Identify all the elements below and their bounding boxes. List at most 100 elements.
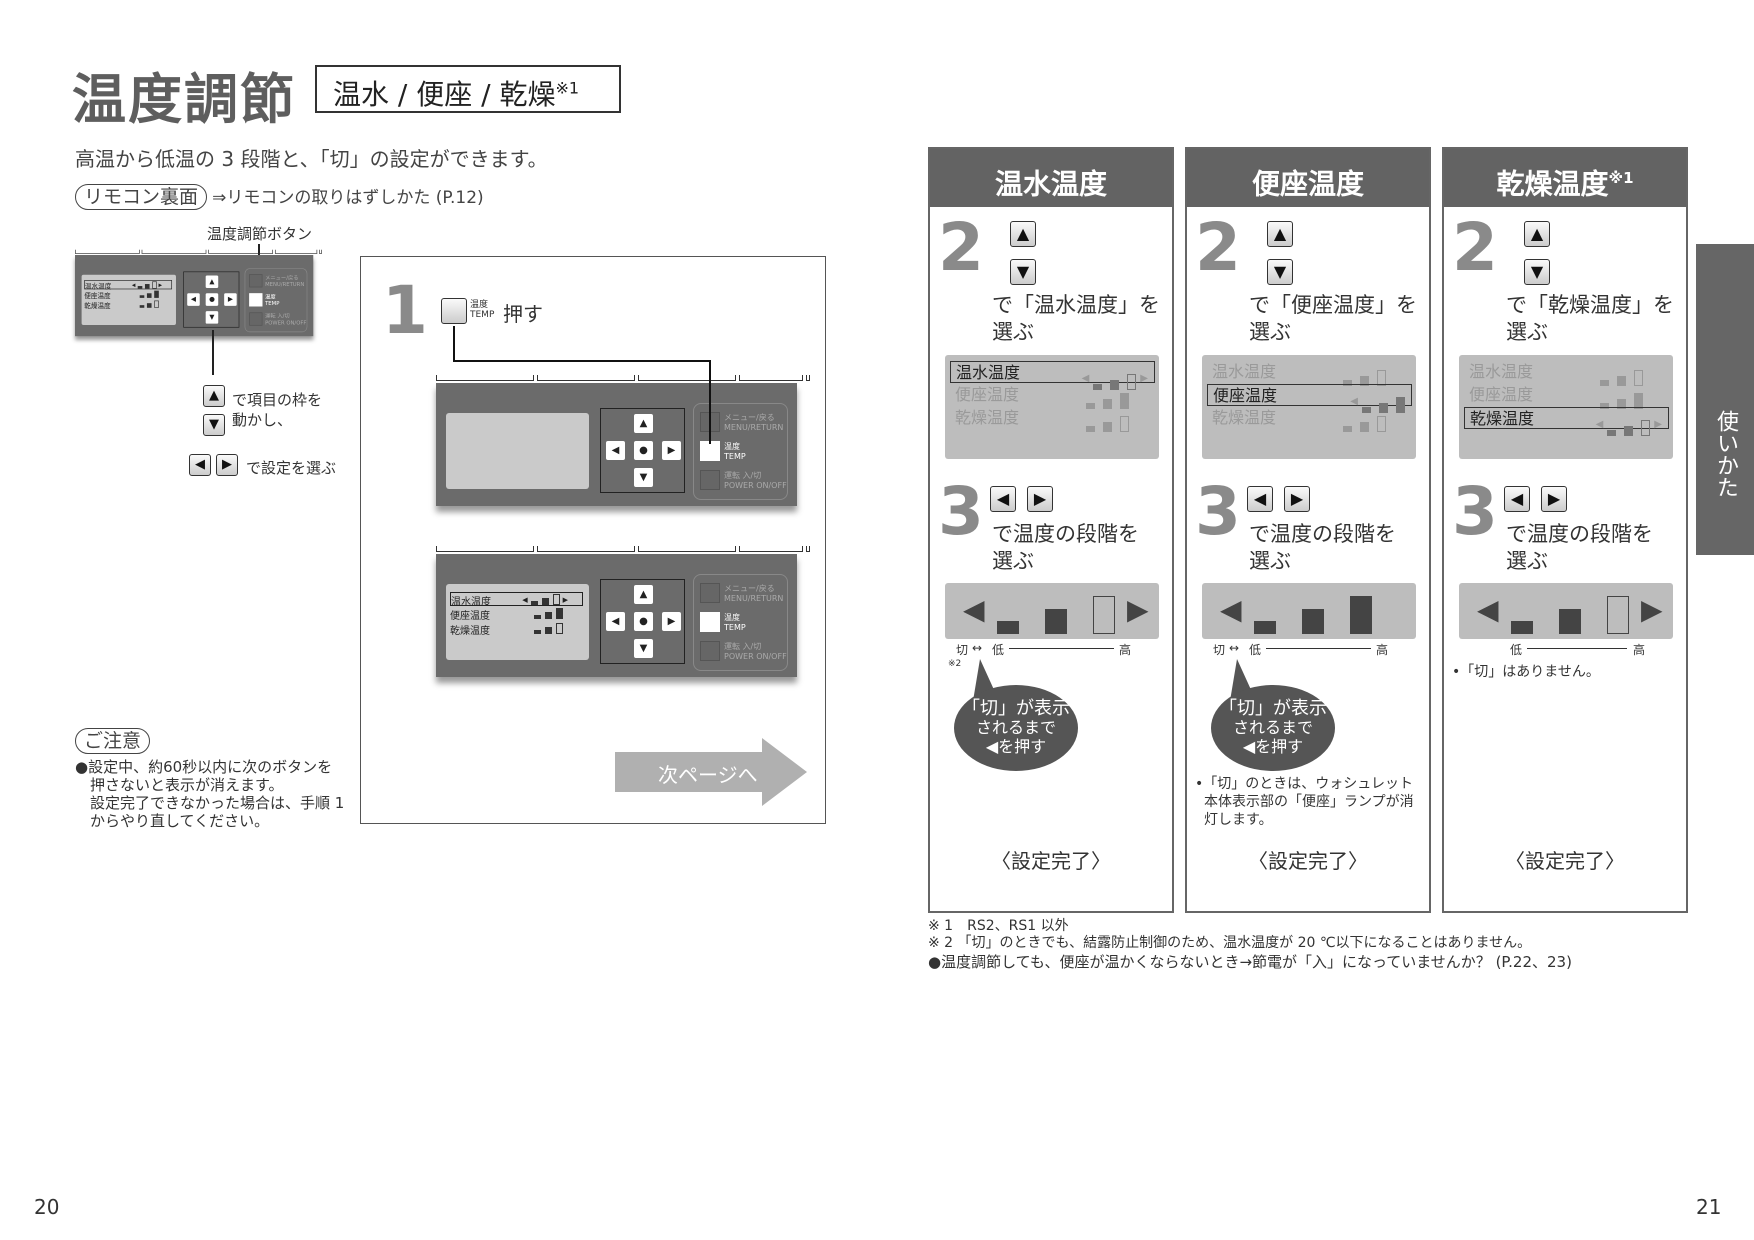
down-key-icon[interactable]: ▼ — [205, 311, 219, 324]
text-line: 温度 — [724, 442, 740, 451]
instruction-bubble: 「切」が表示されるまで◀を押す — [1211, 685, 1335, 771]
down-key-icon[interactable]: ▼ — [634, 468, 653, 487]
display-row: 温水温度◀▶ — [950, 361, 1155, 390]
left-key-icon: ◀ — [1247, 486, 1273, 512]
left-arrow-icon: ◀ — [1477, 593, 1499, 626]
footnote-1: ※ 1 RS2、RS1 以外 — [928, 918, 1069, 934]
side-tab-usage[interactable]: 使いかた — [1696, 244, 1754, 555]
text-line: 「切」が表示 — [962, 698, 1070, 719]
menu-button[interactable] — [249, 274, 263, 288]
text-line: 選ぶ — [1506, 549, 1548, 573]
left-key-icon[interactable]: ◀ — [606, 441, 625, 460]
step3-instruction: で温度の段階を選ぶ — [992, 521, 1139, 575]
display-row-level — [1343, 410, 1386, 432]
level-bars — [139, 300, 159, 308]
menu-button[interactable] — [700, 583, 720, 603]
top-strip — [537, 546, 635, 552]
scale-legend: 低高 — [1470, 641, 1670, 657]
right-key-icon[interactable]: ▶ — [662, 612, 681, 631]
up-key-icon[interactable]: ▲ — [634, 585, 653, 604]
menu-display: 温水温度◀▶便座温度乾燥温度 — [945, 355, 1159, 459]
column-note: •「切」のときは、ウォシュレット本体表示部の「便座」ランプが消灯します。 — [1195, 775, 1414, 829]
power-button[interactable] — [700, 470, 720, 490]
power-button[interactable] — [249, 312, 263, 326]
down-key-icon[interactable]: ▼ — [634, 639, 653, 658]
text-line: 動かし、 — [232, 411, 293, 429]
left-key-icon[interactable]: ◀ — [606, 612, 625, 631]
right-key-icon: ▶ — [1284, 486, 1310, 512]
temp-button[interactable] — [700, 612, 720, 632]
center-key-icon[interactable]: ● — [634, 441, 653, 460]
left-arrow-icon: ◀ — [963, 593, 985, 626]
down-key-icon: ▼ — [1010, 259, 1036, 285]
center-key-icon[interactable]: ● — [634, 612, 653, 631]
arrow-line — [1266, 648, 1371, 649]
left-key-icon[interactable]: ◀ — [187, 293, 200, 306]
step1-box — [360, 256, 826, 824]
arrow-right-icon — [615, 738, 807, 806]
arrow-line — [1527, 648, 1627, 649]
level-bar — [154, 290, 159, 298]
connector-line — [453, 326, 455, 362]
right-key-icon[interactable]: ▶ — [662, 441, 681, 460]
top-strip — [141, 249, 207, 254]
lcd-row: 乾燥温度 — [450, 622, 583, 637]
level-bar — [552, 594, 560, 605]
top-strip — [739, 546, 803, 552]
step2-number: 2 — [1195, 209, 1241, 286]
subtitle-note: ※1 — [555, 78, 580, 98]
text-line: ●設定中、約60秒以内に次のボタンを — [75, 758, 333, 776]
up-key-icon: ▲ — [1010, 221, 1036, 247]
text-line: で「便座温度」を — [1249, 293, 1417, 317]
column-title: 便座温度 — [1251, 167, 1364, 201]
level-bar — [151, 281, 157, 289]
level-bars — [997, 596, 1115, 634]
text-line: 選ぶ — [1249, 549, 1291, 573]
text-line: メニュー/戻る — [724, 584, 775, 593]
text-line: 設定完了できなかった場合は、手順 1 — [90, 794, 345, 812]
right-key-icon[interactable]: ▶ — [224, 293, 237, 306]
up-key-icon: ▲ — [1524, 221, 1550, 247]
right-arrow-icon: ▶ — [1140, 373, 1148, 384]
column-note: •「切」はありません。 — [1452, 663, 1600, 681]
display-row-label: 乾燥温度 — [1212, 408, 1277, 427]
lcd-row-level: ◀▶ — [132, 281, 162, 289]
top-strip — [537, 375, 635, 381]
remote-ref-link[interactable]: ⇒リモコンの取りはずしかた (P.12) — [212, 188, 484, 208]
text-line: メニュー/戻る — [265, 274, 299, 281]
level-bars — [1093, 374, 1137, 390]
temp-button[interactable] — [700, 441, 720, 461]
double-arrow-icon: ↔ — [1229, 641, 1240, 655]
text-line: 「切」が表示 — [1219, 698, 1327, 719]
temp-button[interactable] — [249, 293, 263, 307]
text-line: で温度の段階を — [992, 522, 1139, 546]
level-bars — [1600, 393, 1643, 409]
lcd-row-label: 便座温度 — [84, 292, 111, 300]
right-arrow-icon: ▶ — [1127, 593, 1149, 626]
level-gauge: ◀▶ — [945, 583, 1159, 639]
page-subtitle: 温水 / 便座 / 乾燥※1 — [315, 65, 621, 113]
display-row: 乾燥温度 — [950, 407, 1155, 432]
dpad: ▲ ◀ ● ▶ ▼ — [183, 271, 240, 328]
lcd-row-level — [139, 300, 159, 308]
center-key-icon[interactable]: ● — [205, 293, 219, 306]
scale-low: 低 — [1249, 643, 1262, 657]
up-key-icon[interactable]: ▲ — [205, 275, 219, 288]
double-arrow-icon: ↔ — [972, 641, 983, 655]
up-key-icon[interactable]: ▲ — [634, 414, 653, 433]
power-button[interactable] — [700, 641, 720, 661]
level-bar — [1350, 596, 1372, 634]
caution-pill: ご注意 — [75, 728, 151, 754]
text-line: POWER ON/OFF — [724, 652, 787, 661]
right-key-icon: ▶ — [1027, 486, 1053, 512]
